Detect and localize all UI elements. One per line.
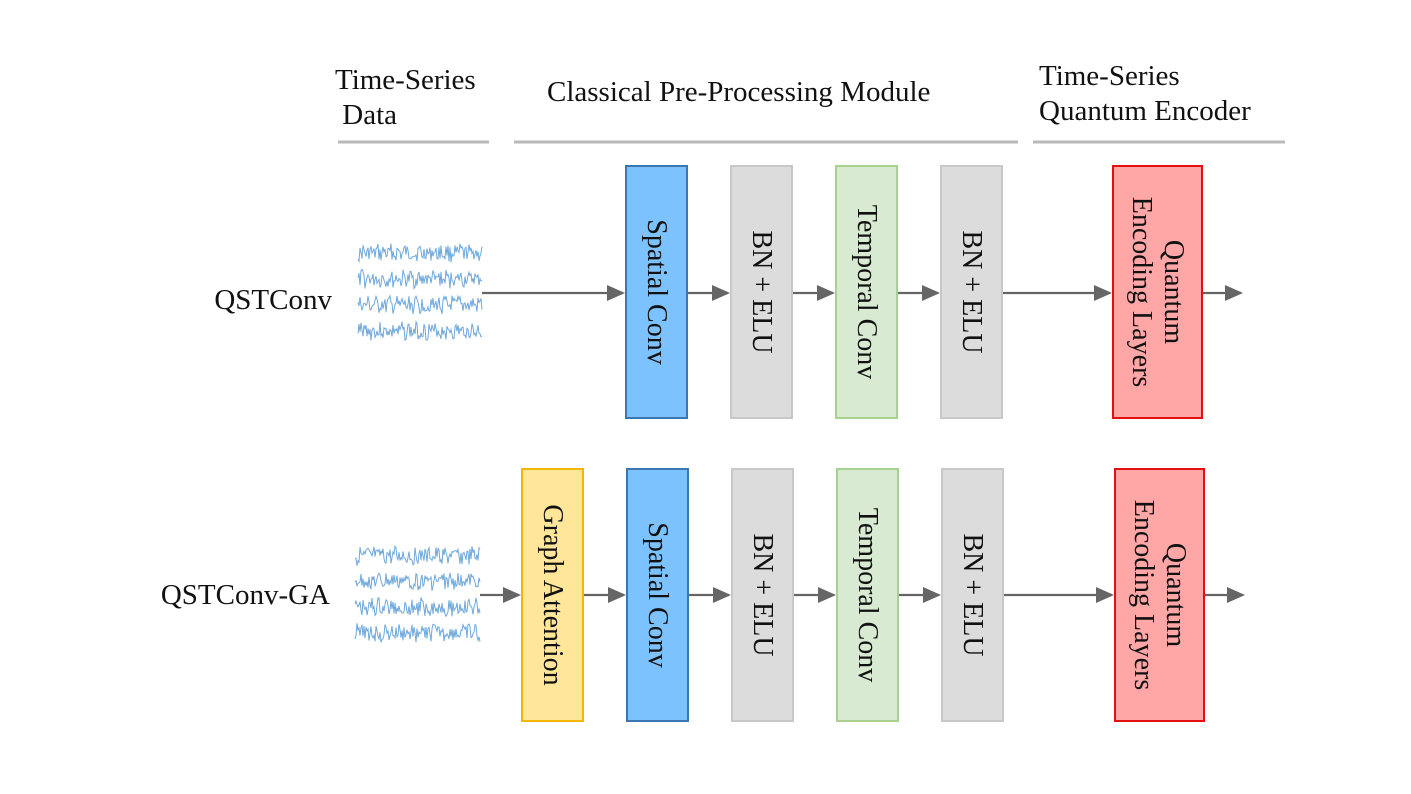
arrow-head [922,285,940,301]
row-label-qstconv: QSTConv [214,284,332,316]
block-rect [625,165,688,419]
block-spatial: Spatial Conv [626,468,689,722]
signal-trace [357,294,483,315]
signal-trace [357,268,483,290]
arrow-head [1227,587,1245,603]
header-quantum-line2: Quantum Encoder [1039,95,1251,127]
arrow-head [713,587,731,603]
block-rect [836,468,899,722]
block-label: Spatial Conv [641,219,672,364]
block-label: Quantum [1160,543,1191,647]
block-rect [626,468,689,722]
block-label: Temporal Conv [851,205,882,380]
arrow-head [607,285,625,301]
block-label: Quantum [1158,240,1189,344]
block-bn: BN + ELU [941,468,1004,722]
block-rect [731,468,794,722]
arrow-head [503,587,521,603]
arrow-head [923,587,941,603]
block-rect [1114,468,1205,722]
arrow-head [608,587,626,603]
block-label: BN + ELU [957,533,988,656]
block-label: Temporal Conv [852,508,883,683]
block-rect [730,165,793,419]
block-label: BN + ELU [747,533,778,656]
block-bn: BN + ELU [940,165,1003,419]
row-label-qstconv-ga: QSTConv-GA [161,579,330,611]
block-spatial: Spatial Conv [625,165,688,419]
arrow-head [1094,285,1112,301]
header-data-line2: Data [335,99,397,131]
arrow-head [712,285,730,301]
block-rect [940,165,1003,419]
block-bn: BN + ELU [730,165,793,419]
block-graph: Graph Attention [521,468,584,722]
block-label: Spatial Conv [642,522,673,667]
signal-trace [354,544,481,566]
signal-trace [357,243,483,264]
block-label: Encoding Layers [1128,500,1159,691]
header-data-line1: Time-Series [335,64,476,96]
arrow-head [1225,285,1243,301]
block-rect [835,165,898,419]
block-rect [521,468,584,722]
arrow-head [1096,587,1114,603]
header-quantum-line1: Time-Series [1039,60,1180,92]
signal-trace [354,597,481,618]
pipeline-row-qstconv-ga: Graph Attention Spatial Conv BN + ELU Tempo… [354,468,1245,722]
signal-trace [357,320,483,342]
block-label: Graph Attention [537,504,568,685]
block-temporal: Temporal Conv [835,165,898,419]
arrow-head [818,587,836,603]
pipeline-row-qstconv: Spatial Conv BN + ELU Temporal Conv BN + EL… [357,165,1243,419]
block-label: BN + ELU [746,230,777,353]
signal-trace [354,623,481,643]
header-classical: Classical Pre-Processing Module [547,76,930,108]
block-label: Encoding Layers [1126,197,1157,388]
arrow-head [817,285,835,301]
block-temporal: Temporal Conv [836,468,899,722]
block-rect [941,468,1004,722]
block-bn: BN + ELU [731,468,794,722]
block-rect [1112,165,1203,419]
signal-trace [354,572,481,591]
block-label: BN + ELU [956,230,987,353]
